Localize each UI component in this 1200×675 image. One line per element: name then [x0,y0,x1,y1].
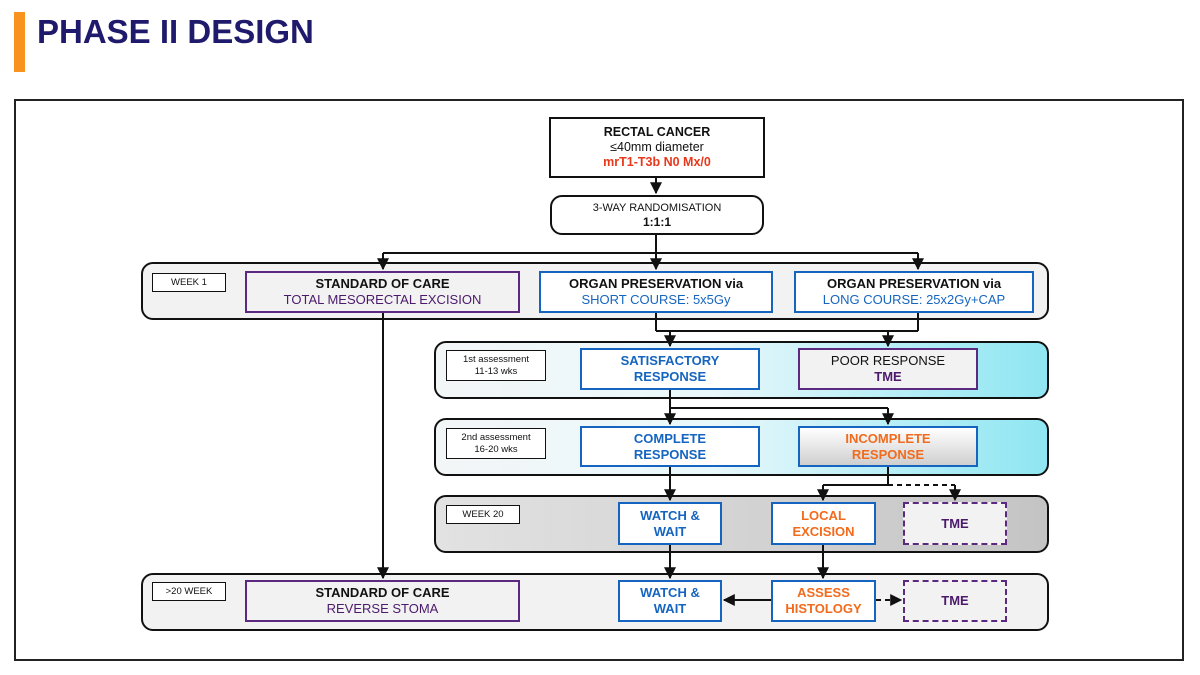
rectal-cancer-title: RECTAL CANCER [603,125,711,139]
satisfactory-response-box: SATISFACTORY RESPONSE [580,348,760,390]
assess-histology-box: ASSESS HISTOLOGY [771,580,876,622]
watch-wait-box-final: WATCH & WAIT [618,580,722,622]
tme-box-week20: TME [903,502,1007,545]
week1-tag: WEEK 1 [152,273,226,292]
standard-of-care-arm: STANDARD OF CARE TOTAL MESORECTAL EXCISI… [245,271,520,313]
randomisation-label: 3-WAY RANDOMISATION [592,202,722,214]
incomplete-response-box: INCOMPLETE RESPONSE [798,426,978,467]
watch-wait-week20-line1: WATCH & [640,507,700,523]
assessment2-tag-line2: 16-20 wks [474,443,518,455]
randomisation-ratio: 1:1:1 [642,215,671,229]
standard-of-care-final-detail: REVERSE STOMA [326,601,439,616]
tme-box-final: TME [903,580,1007,622]
poor-response-line2: TME [874,369,902,384]
satisfactory-response-line2: RESPONSE [633,369,707,384]
rectal-cancer-box: RECTAL CANCER ≤40mm diameter mrT1-T3b N0… [549,117,765,178]
long-course-arm-title: ORGAN PRESERVATION via [826,276,1002,291]
assess-histology-line1: ASSESS [797,585,850,600]
tme-week20-label: TME [941,515,969,531]
incomplete-response-line2: RESPONSE [851,446,925,462]
title-accent-bar [14,12,25,72]
randomisation-box: 3-WAY RANDOMISATION 1:1:1 [550,195,764,235]
poor-response-line1: POOR RESPONSE [830,353,946,368]
watch-wait-week20-line2: WAIT [653,523,687,539]
standard-of-care-final-box: STANDARD OF CARE REVERSE STOMA [245,580,520,622]
page-title: PHASE II DESIGN [37,13,314,50]
short-course-arm-detail: SHORT COURSE: 5x5Gy [581,292,731,307]
watch-wait-final-line2: WAIT [653,601,687,616]
week1-tag-label: WEEK 1 [171,276,207,288]
complete-response-line2: RESPONSE [633,446,707,462]
long-course-arm: ORGAN PRESERVATION via LONG COURSE: 25x2… [794,271,1034,313]
incomplete-response-line1: INCOMPLETE [845,430,931,446]
short-course-arm: ORGAN PRESERVATION via SHORT COURSE: 5x5… [539,271,773,313]
standard-of-care-arm-title: STANDARD OF CARE [315,276,450,291]
watch-wait-box-week20: WATCH & WAIT [618,502,722,545]
local-excision-box: LOCAL EXCISION [771,502,876,545]
week20-tag-label: WEEK 20 [462,508,504,520]
long-course-arm-detail: LONG COURSE: 25x2Gy+CAP [822,292,1006,307]
assessment2-tag-line1: 2nd assessment [461,431,531,443]
standard-of-care-arm-detail: TOTAL MESORECTAL EXCISION [283,292,482,307]
assess-histology-line2: HISTOLOGY [785,601,862,616]
short-course-arm-title: ORGAN PRESERVATION via [568,276,744,291]
assessment2-tag: 2nd assessment 16-20 wks [446,428,546,459]
assessment1-tag-line2: 11-13 wks [474,365,518,377]
standard-of-care-final-title: STANDARD OF CARE [315,585,450,600]
complete-response-box: COMPLETE RESPONSE [580,426,760,467]
rectal-cancer-diameter: ≤40mm diameter [610,140,704,154]
assessment1-tag-line1: 1st assessment [463,353,529,365]
tme-final-label: TME [941,593,969,608]
watch-wait-final-line1: WATCH & [640,585,700,600]
diagram-frame [14,99,1184,661]
week20-tag: WEEK 20 [446,505,520,524]
satisfactory-response-line1: SATISFACTORY [620,353,720,368]
poor-response-box: POOR RESPONSE TME [798,348,978,390]
final-tag: >20 WEEK [152,582,226,601]
final-tag-label: >20 WEEK [165,585,213,597]
local-excision-line2: EXCISION [792,523,855,539]
rectal-cancer-stage: mrT1-T3b N0 Mx/0 [603,155,711,169]
assessment1-tag: 1st assessment 11-13 wks [446,350,546,381]
local-excision-line1: LOCAL [801,507,846,523]
complete-response-line1: COMPLETE [633,430,707,446]
